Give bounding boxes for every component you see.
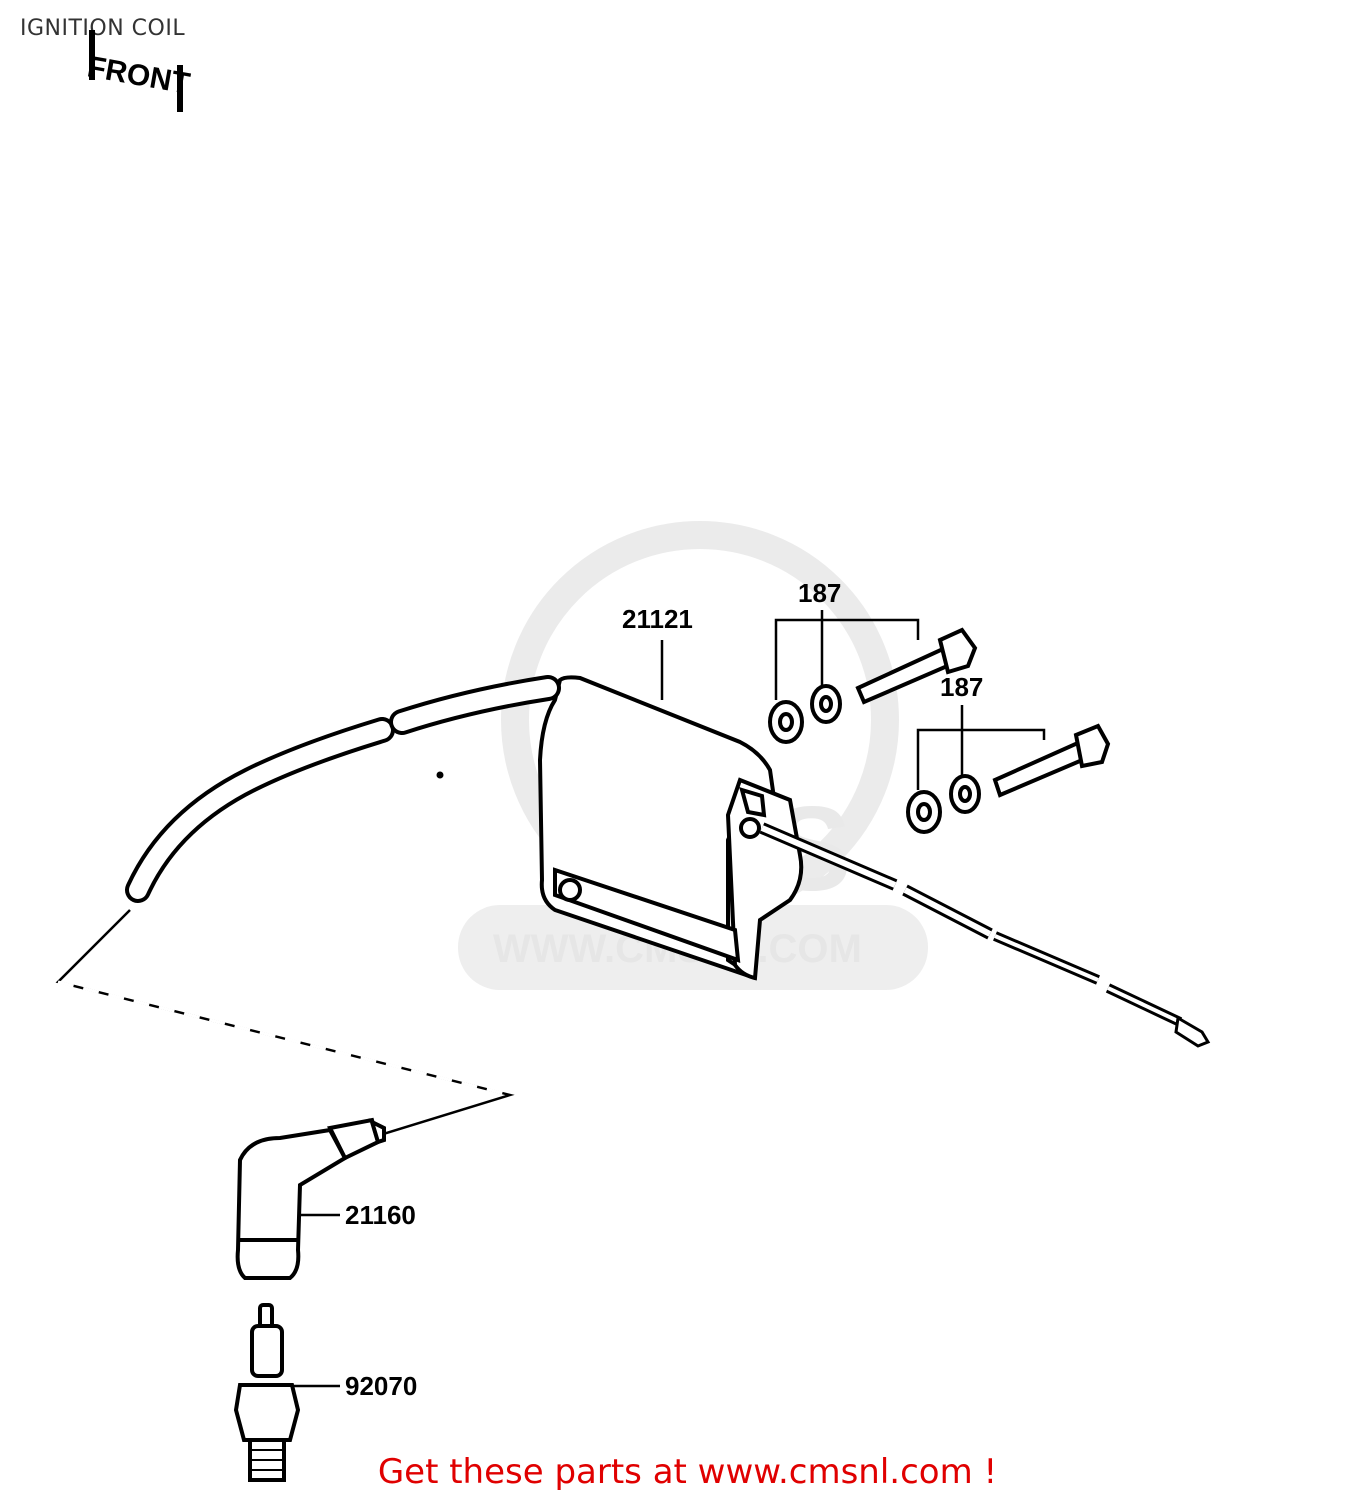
coil-terminal-clip [739,787,767,818]
upper-lock-washer-hole [819,695,833,713]
wire-terminal [1174,1015,1211,1048]
leader-lines [55,610,1046,1388]
leader-187-lower [916,705,1046,790]
page-title: IGNITION COIL [20,16,186,41]
bolt-set-upper [768,627,978,744]
lead-route [55,909,515,1137]
plug-insulator [250,1324,284,1378]
lower-washer-hole [916,802,932,822]
front-marker: FRONT [85,30,192,112]
lead-inner-2 [393,679,557,731]
spark-plug-cap [235,1117,386,1280]
part-number-187-upper: 187 [798,578,841,608]
lower-bolt-head [1073,723,1111,769]
front-label: FRONT [85,50,192,100]
plug-terminal [258,1303,274,1329]
leader-187-upper [774,610,920,700]
plug-hex [233,1383,301,1442]
lead-inner [129,721,391,899]
part-number-187-lower: 187 [940,672,983,702]
bolt-set-lower [906,723,1111,834]
part-number-21121: 21121 [622,604,693,634]
primary-wire-1-in [760,825,897,888]
upper-bolt-head [937,627,978,675]
part-number-21160: 21160 [345,1200,416,1230]
primary-wire [759,822,1211,1048]
cap-boot [235,1127,348,1280]
primary-wire-3-in [994,934,1099,982]
cap-neck-end [368,1118,386,1145]
coil-terminal [739,817,761,839]
part-number-92070: 92070 [345,1371,417,1401]
lower-lock-washer-hole [958,785,972,803]
ignition-coil [537,675,804,981]
get-parts-link[interactable]: Get these parts at www.cmsnl.com ! [0,1452,1367,1492]
front-bracket [89,30,183,112]
coil-base [553,867,741,963]
lead-dot [436,771,444,779]
lower-bolt-shank [992,739,1090,798]
primary-wire-4-in [1107,986,1181,1024]
coil-mount-hole [558,878,582,902]
high-tension-lead [125,675,561,903]
lead-outer [125,717,395,903]
primary-wire-2-in [903,887,992,937]
get-parts-text[interactable]: Get these parts at www.cmsnl.com ! [377,1452,998,1492]
plug-thread-lines [250,1449,284,1471]
upper-washer-hole [778,712,794,732]
spark-plug [233,1303,301,1482]
